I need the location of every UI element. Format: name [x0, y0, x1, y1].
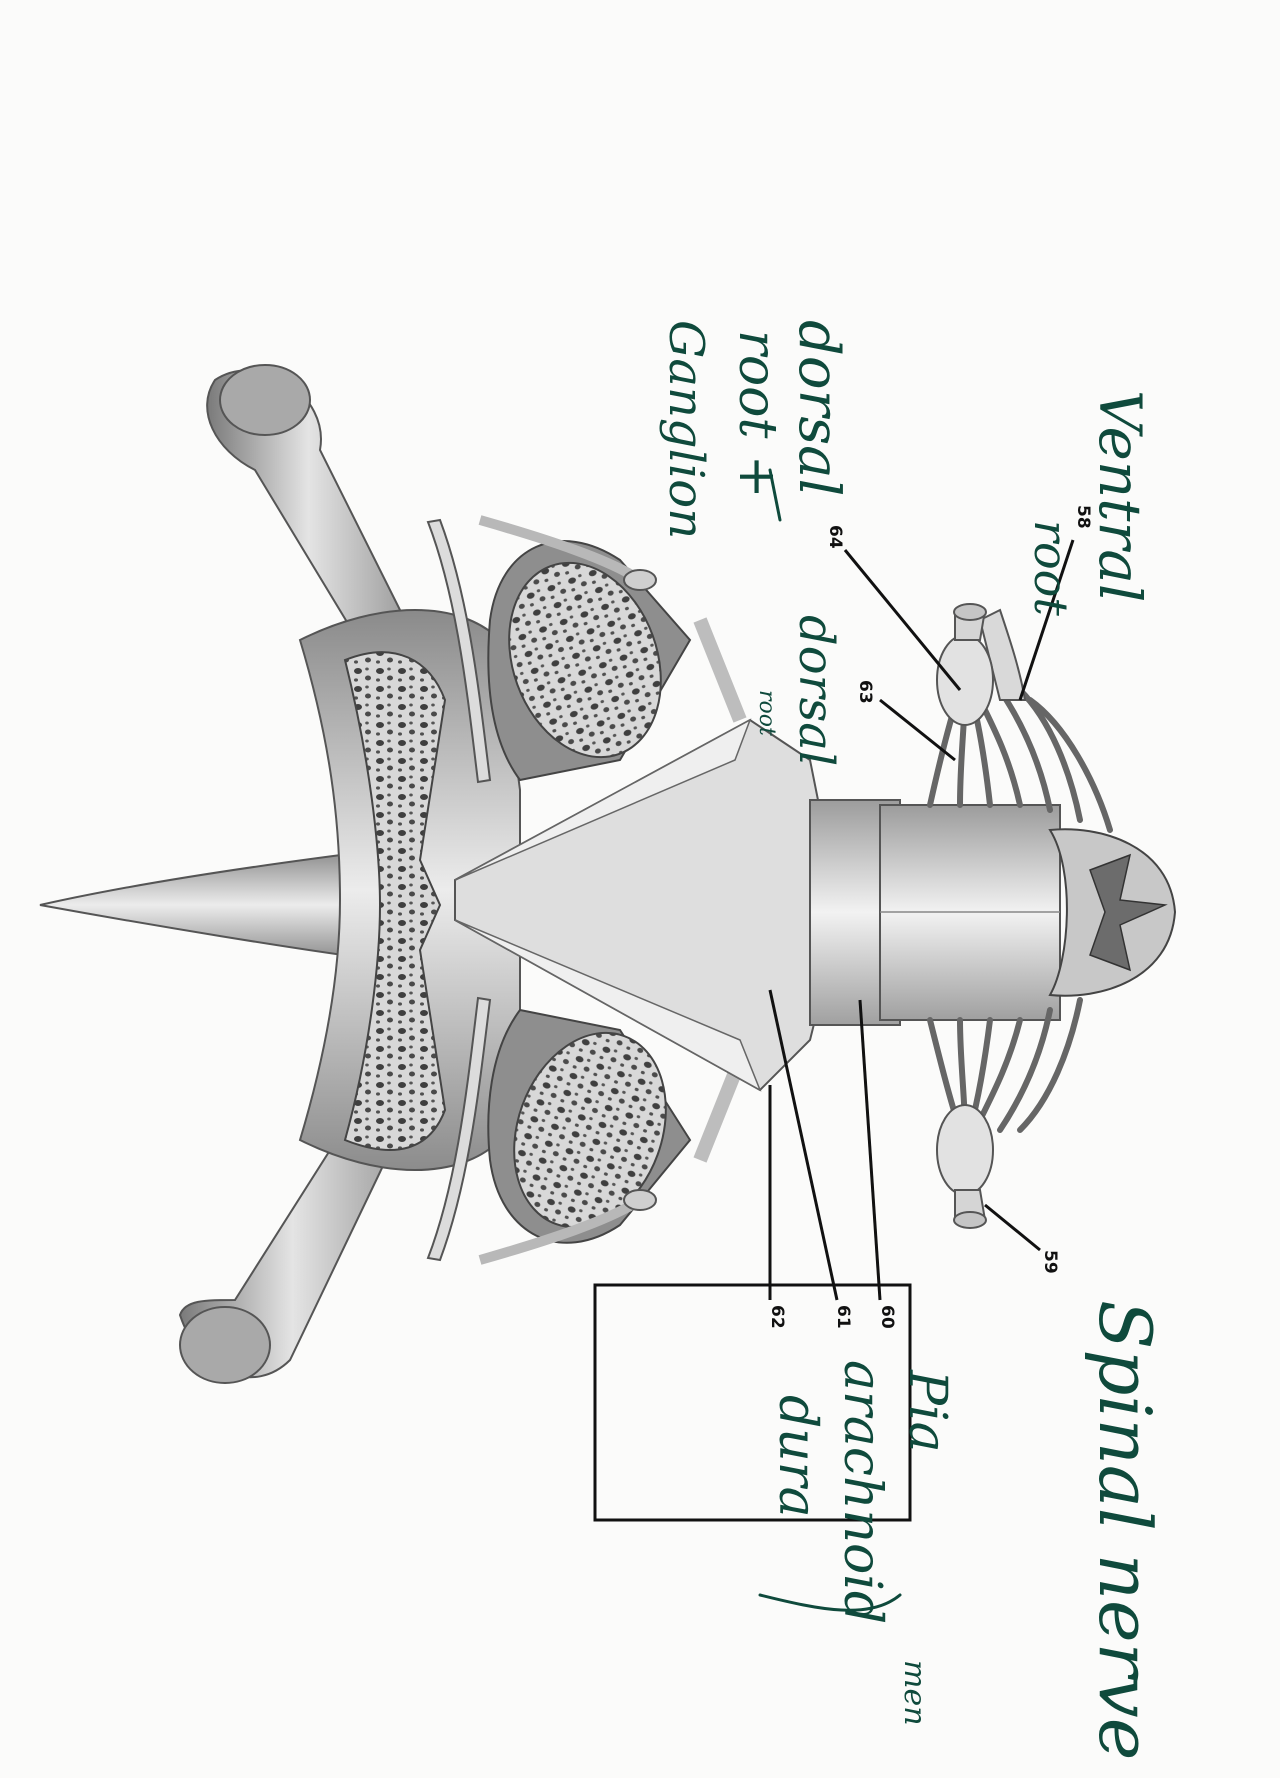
svg-text:Ventral: Ventral	[1086, 390, 1154, 602]
svg-text:Ganglion: Ganglion	[658, 320, 714, 539]
handwritten-ventral-root: Ventral root	[1024, 390, 1154, 616]
handwritten-dura: dura	[767, 1395, 827, 1518]
handwritten-arachnoid: arachnoid	[832, 1360, 892, 1624]
label-62: 62	[767, 1305, 787, 1329]
segmental-nerves	[426, 515, 747, 1265]
meninges-box	[593, 1283, 912, 1522]
label-58: 58	[1073, 505, 1093, 529]
spinal-nerve-end-lower	[953, 1211, 987, 1229]
label-61: 61	[833, 1305, 853, 1329]
vertebral-body-upper	[487, 540, 692, 782]
spinal-cord-segment	[809, 799, 1177, 1026]
arch-cut-surface	[343, 651, 447, 1151]
label-63: 63	[855, 680, 875, 704]
dura-flap-lower	[454, 919, 762, 1092]
handwritten-pia: Pia	[897, 1369, 957, 1453]
transverse-process-upper-tip	[219, 364, 311, 436]
vertebral-body-lower	[487, 1008, 692, 1244]
svg-text:dorsal: dorsal	[786, 320, 851, 496]
dura-flap-upper	[454, 718, 752, 881]
handwritten-dorsal-root: dorsal root	[754, 615, 844, 766]
dorsal-root-ganglion-upper	[936, 603, 994, 726]
dorsal-root-ganglion-lower	[936, 1104, 994, 1229]
handwritten-dorsal-root-ganglion: dorsal root + Ganglion	[658, 320, 851, 539]
leader-64	[843, 549, 962, 691]
handwritten-spinal-nerve: Spinal nerve	[1083, 1300, 1167, 1760]
svg-text:root: root	[754, 690, 779, 736]
meninges-brace	[758, 1593, 902, 1612]
gray-matter-butterfly	[1089, 853, 1168, 972]
transverse-process-lower-tip	[179, 1306, 271, 1384]
svg-text:root +: root +	[727, 330, 787, 498]
label-59: 59	[1040, 1250, 1060, 1274]
svg-text:dorsal: dorsal	[788, 615, 844, 766]
svg-text:root: root	[1024, 520, 1078, 616]
label-64: 64	[825, 525, 845, 549]
handwritten-meninges: men	[897, 1660, 932, 1726]
leader-58	[1018, 539, 1075, 701]
spinal-nerve-end-upper	[953, 603, 987, 621]
leader-61	[768, 989, 839, 1301]
vertebra	[39, 364, 692, 1384]
leader-60	[858, 999, 882, 1301]
leader-59	[984, 1203, 1041, 1252]
leader-63	[879, 698, 956, 762]
label-60: 60	[877, 1305, 897, 1329]
